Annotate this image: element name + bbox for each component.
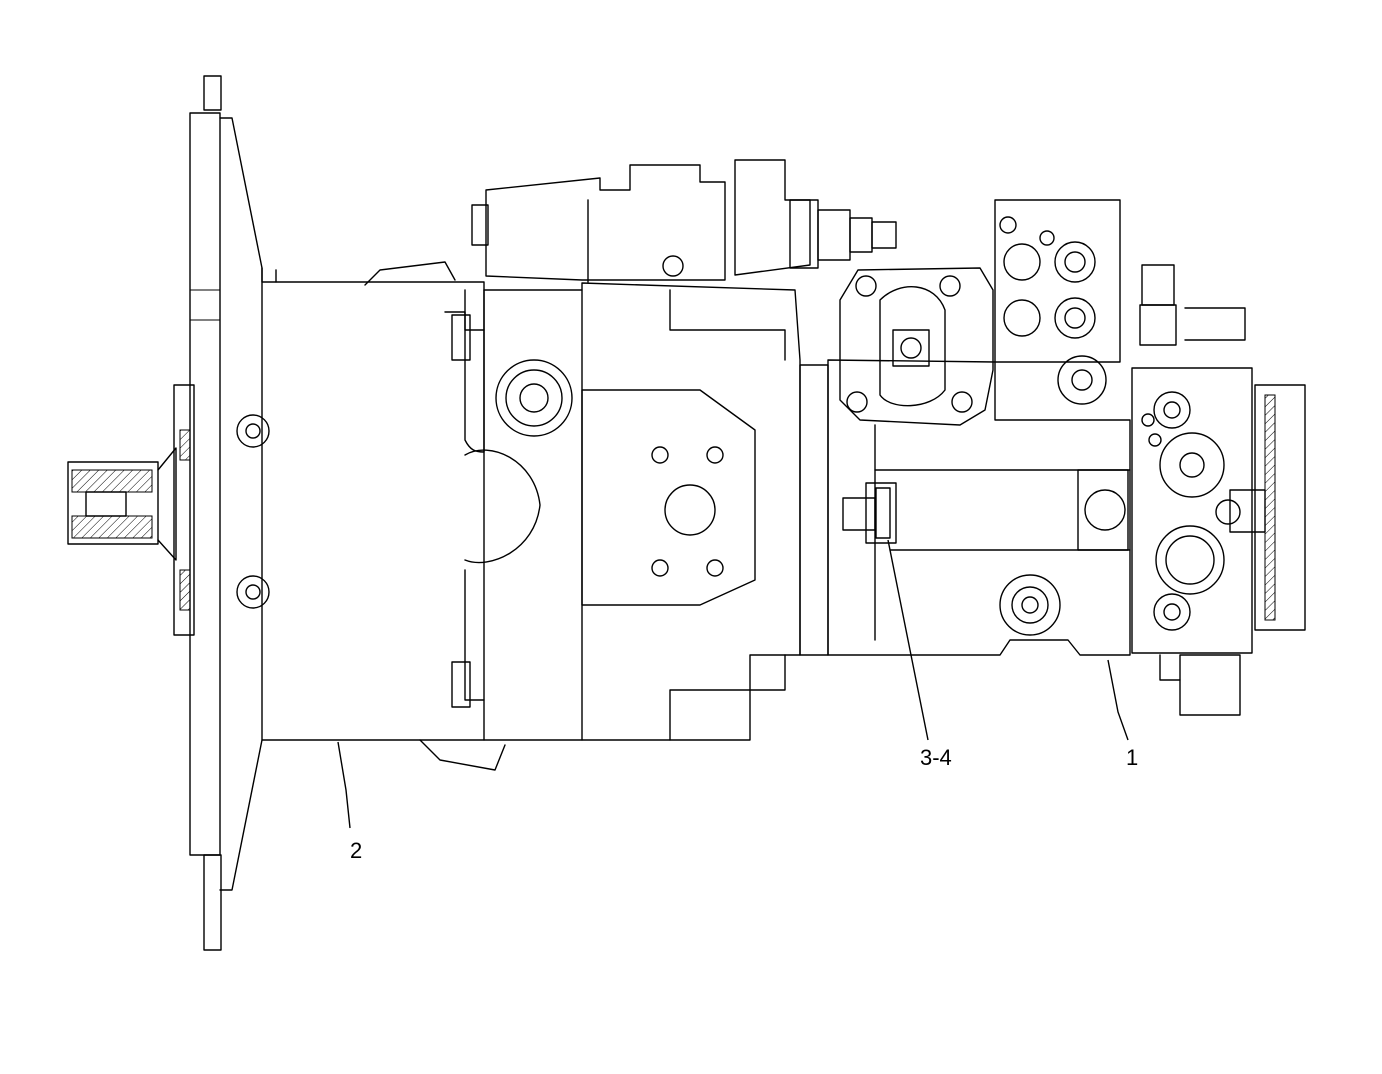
bolt-washer bbox=[842, 482, 897, 544]
center-cover bbox=[839, 267, 994, 426]
svg-text:3-4: 3-4 bbox=[920, 745, 952, 770]
adapter-plate bbox=[581, 389, 756, 606]
mounting-flange bbox=[189, 75, 263, 951]
drive-shaft bbox=[67, 384, 195, 636]
callout-3-4: 3-4 bbox=[887, 539, 952, 770]
callout-2: 2 bbox=[337, 741, 362, 863]
secondary-pump bbox=[799, 355, 1131, 656]
flange-bolt-upper bbox=[236, 414, 270, 448]
right-valve-block bbox=[994, 199, 1246, 363]
svg-text:1: 1 bbox=[1126, 745, 1138, 770]
flange-bolt-lower bbox=[236, 575, 270, 609]
svg-text:2: 2 bbox=[350, 838, 362, 863]
main-pump-housing bbox=[261, 261, 801, 771]
end-cap bbox=[1131, 367, 1306, 716]
control-valve-block bbox=[471, 159, 897, 283]
callout-1: 1 bbox=[1107, 659, 1138, 770]
port-boss bbox=[495, 359, 573, 437]
